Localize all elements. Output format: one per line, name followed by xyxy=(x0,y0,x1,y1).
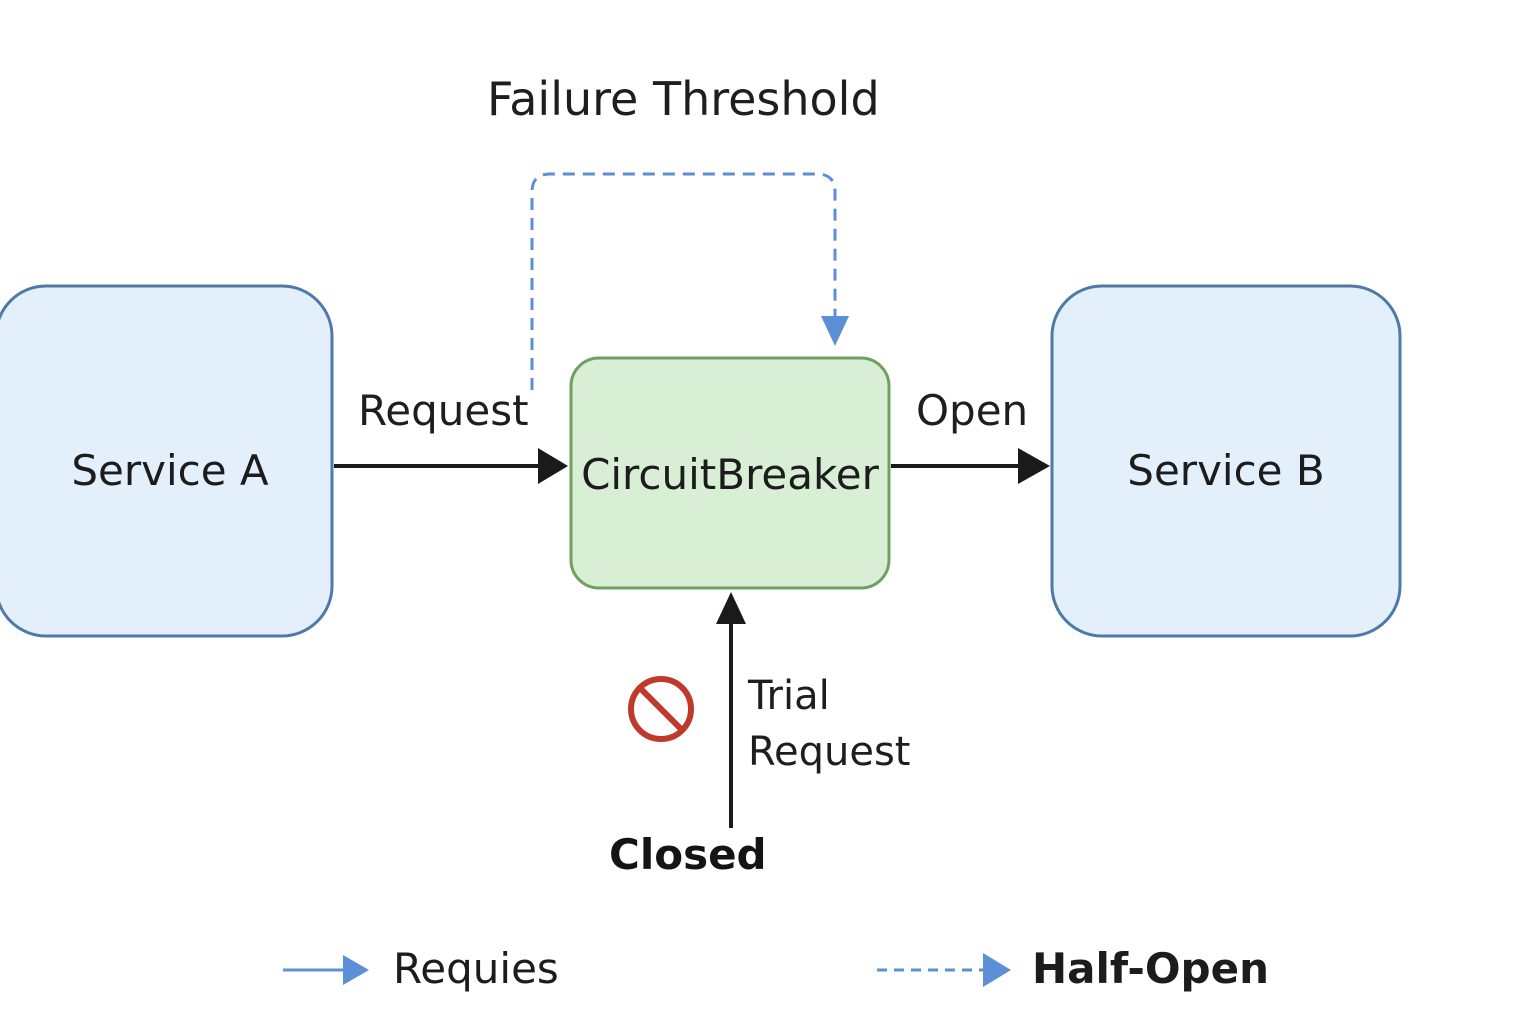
legend-dashed-arrowhead xyxy=(983,953,1011,987)
trial-request-arrowhead xyxy=(716,592,746,624)
trial-request-line-1: Trial xyxy=(748,673,830,719)
request-edge-label: Request xyxy=(358,386,529,435)
trial-request-line-2: Request xyxy=(748,729,911,775)
legend-solid-label: Requies xyxy=(393,944,559,993)
legend-solid-arrowhead xyxy=(343,955,369,985)
failure-threshold-arrowhead xyxy=(821,316,849,346)
service-a-label: Service A xyxy=(71,445,269,495)
no-entry-icon xyxy=(628,676,694,742)
closed-state-label: Closed xyxy=(609,830,767,879)
trial-request-label: Trial Request xyxy=(748,668,910,780)
open-arrowhead xyxy=(1018,448,1050,484)
legend-dashed-label: Half-Open xyxy=(1032,944,1270,993)
service-a-box[interactable] xyxy=(0,284,334,638)
circuit-breaker-label: CircuitBreaker xyxy=(581,449,879,499)
failure-threshold-label: Failure Threshold xyxy=(487,72,880,126)
failure-threshold-dashed-arrow xyxy=(530,172,837,390)
service-b-label: Service B xyxy=(1127,445,1325,495)
open-edge-label: Open xyxy=(916,386,1029,435)
circuit-breaker-box[interactable] xyxy=(569,356,891,590)
service-b-box[interactable] xyxy=(1050,284,1402,638)
request-arrowhead xyxy=(538,448,568,484)
